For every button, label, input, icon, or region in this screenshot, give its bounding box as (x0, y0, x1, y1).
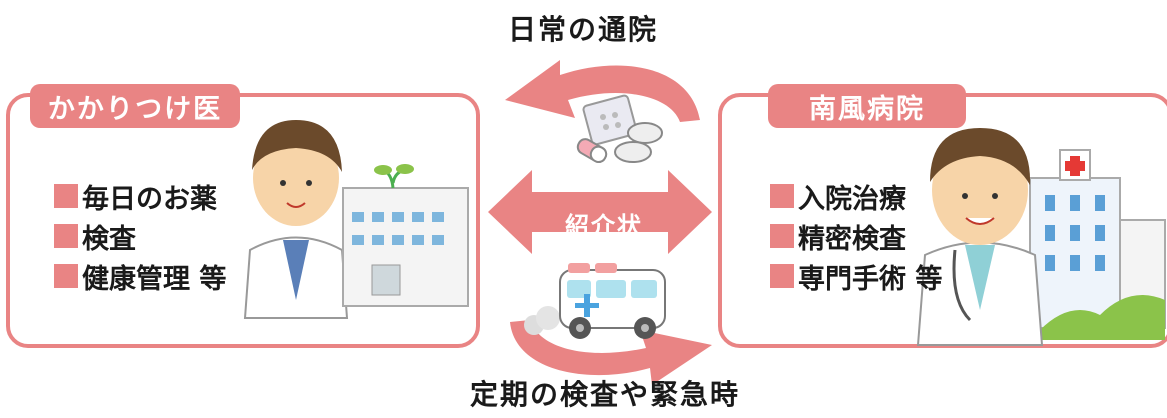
hospital-services-list: 入院治療 精密検査 専門手術 等 (770, 176, 942, 296)
ambulance-icon (524, 263, 666, 339)
square-bullet-icon (770, 264, 794, 288)
clinic-title: かかりつけ医 (30, 84, 240, 128)
list-item: 専門手術 等 (770, 256, 942, 296)
top-curved-arrow (505, 60, 700, 122)
list-item-label: 専門手術 等 (798, 263, 943, 295)
list-item-label: 健康管理 等 (82, 263, 227, 295)
clinic-services-list: 毎日のお薬 検査 健康管理 等 (54, 176, 226, 296)
list-item: 毎日のお薬 (54, 176, 226, 216)
list-item: 入院治療 (770, 176, 942, 216)
checkup-emergency-label: 定期の検査や緊急時 (470, 378, 741, 411)
clinic-doctor-illustration (243, 120, 349, 319)
referral-letter-label: 紹介状 (565, 212, 643, 240)
hospital-building-illustration (1029, 149, 1166, 340)
routine-visit-label: 日常の通院 (508, 13, 659, 46)
list-item-label: 精密検査 (798, 223, 906, 255)
list-item: 精密検査 (770, 216, 942, 256)
list-item: 検査 (54, 216, 226, 256)
square-bullet-icon (770, 224, 794, 248)
list-item-label: 入院治療 (798, 183, 906, 215)
list-item-label: 毎日のお薬 (82, 183, 217, 215)
double-arrow (488, 170, 712, 254)
medicine-icon (576, 94, 663, 163)
clinic-building-illustration (342, 164, 469, 307)
hospital-doctor-illustration (916, 128, 1044, 346)
square-bullet-icon (54, 264, 78, 288)
bottom-curved-arrow (510, 320, 712, 385)
list-item: 健康管理 等 (54, 256, 226, 296)
hospital-title: 南風病院 (768, 84, 966, 128)
square-bullet-icon (770, 184, 794, 208)
square-bullet-icon (54, 224, 78, 248)
square-bullet-icon (54, 184, 78, 208)
list-item-label: 検査 (82, 223, 136, 255)
